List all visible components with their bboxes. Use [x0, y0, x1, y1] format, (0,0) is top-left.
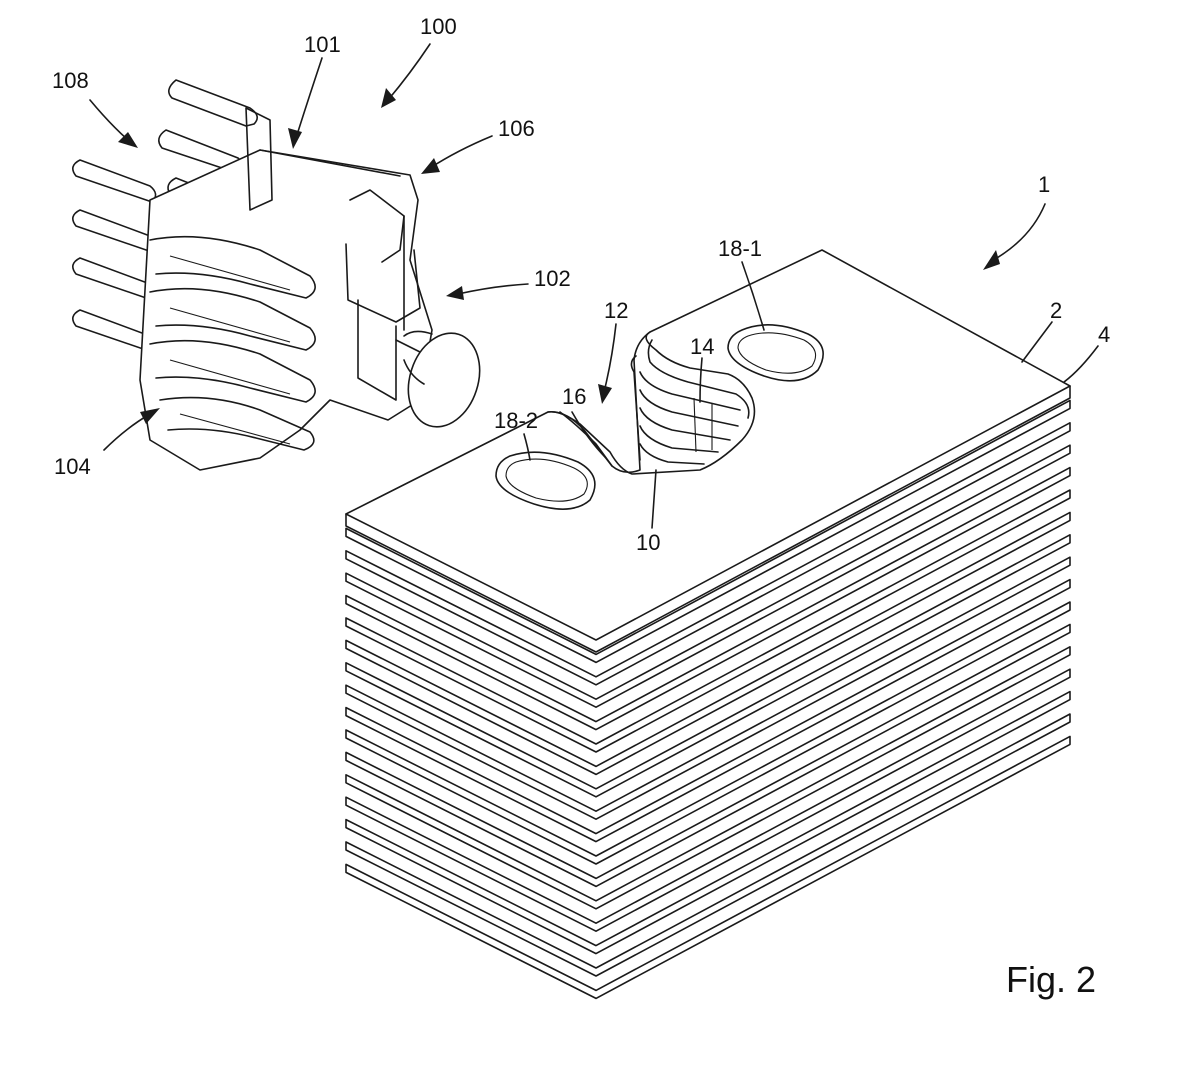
- label-108: 108: [52, 68, 89, 93]
- label-14: 14: [690, 334, 714, 359]
- label-1: 1: [1038, 172, 1050, 197]
- label-4: 4: [1098, 322, 1110, 347]
- figure-title: Fig. 2: [1006, 959, 1096, 1000]
- label-102: 102: [534, 266, 571, 291]
- connector-assembly: [73, 80, 491, 470]
- label-16: 16: [562, 384, 586, 409]
- label-18-2: 18-2: [494, 408, 538, 433]
- label-18-1: 18-1: [718, 236, 762, 261]
- connector-housing: [140, 108, 432, 470]
- label-104: 104: [54, 454, 91, 479]
- label-101: 101: [304, 32, 341, 57]
- label-100: 100: [420, 14, 457, 39]
- label-106: 106: [498, 116, 535, 141]
- label-2: 2: [1050, 298, 1062, 323]
- label-10: 10: [636, 530, 660, 555]
- label-12: 12: [604, 298, 628, 323]
